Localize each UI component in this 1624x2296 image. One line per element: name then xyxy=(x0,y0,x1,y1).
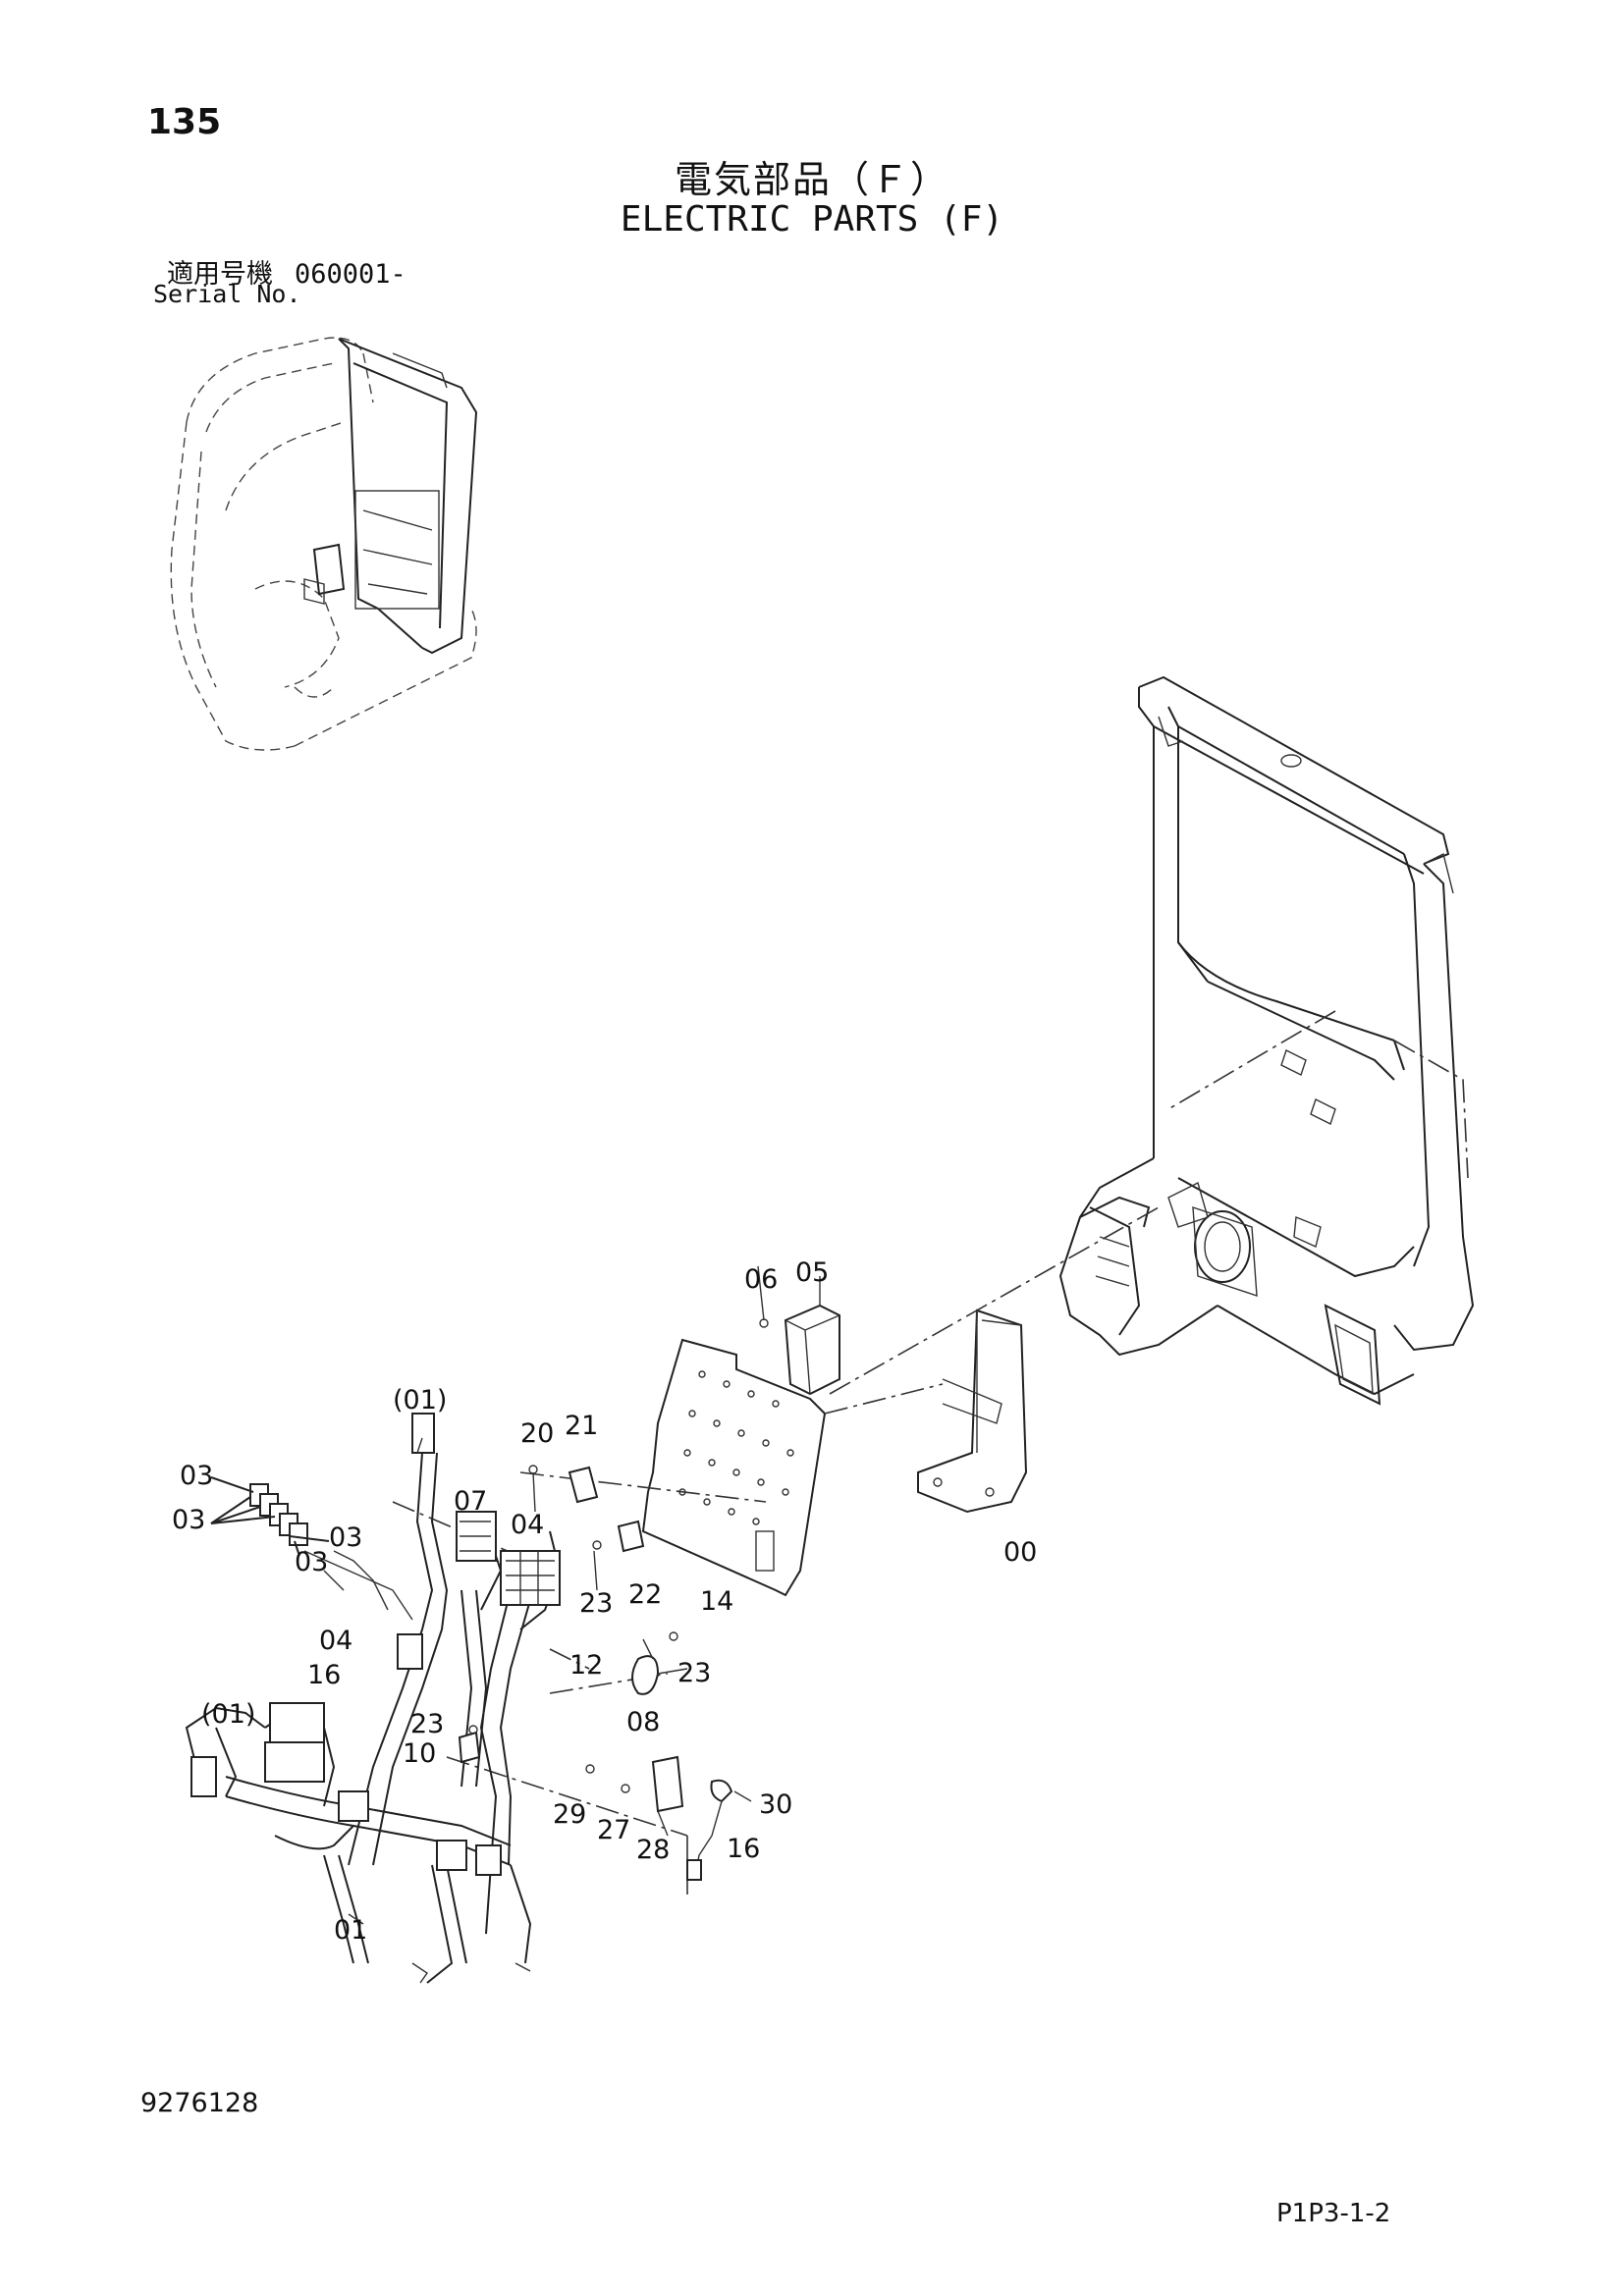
callout-23-left: 23 xyxy=(410,1709,444,1739)
callout-03-b: 03 xyxy=(172,1505,205,1535)
serial-value: 060001- xyxy=(295,259,406,290)
page-code: P1P3-1-2 xyxy=(1276,2199,1391,2228)
callout-03-c: 03 xyxy=(329,1522,362,1553)
callout-03-d: 03 xyxy=(295,1547,328,1577)
callout-16-left: 16 xyxy=(307,1660,341,1690)
callout-23-top: 23 xyxy=(579,1588,613,1619)
callout-01-left: (01) xyxy=(201,1699,255,1730)
controller-box-05 xyxy=(757,1265,840,1396)
callout-30: 30 xyxy=(759,1789,792,1820)
rear-frame xyxy=(1058,675,1475,1406)
callout-21: 21 xyxy=(565,1411,598,1441)
serial-label-jp: 適用号機 xyxy=(167,259,273,290)
document-number: 9276128 xyxy=(140,2088,259,2118)
callout-labels: 00 (01) (01) 01 03 03 03 03 04 04 05 06 … xyxy=(172,1257,1037,1946)
callout-20: 20 xyxy=(520,1418,554,1449)
callout-29: 29 xyxy=(553,1799,586,1830)
cab-overview-inset xyxy=(170,337,478,751)
callout-23-right: 23 xyxy=(677,1658,711,1688)
callout-07: 07 xyxy=(454,1486,487,1517)
bracket-00 xyxy=(917,1308,1028,1514)
callout-27: 27 xyxy=(597,1815,630,1845)
relays-and-bolts xyxy=(416,1437,752,1881)
callout-04-left: 04 xyxy=(319,1626,352,1656)
page-number: 135 xyxy=(147,102,222,142)
connector-group-03 xyxy=(210,1476,413,1621)
callout-06: 06 xyxy=(744,1264,778,1295)
callout-14: 14 xyxy=(700,1586,733,1617)
wire-harness xyxy=(185,1413,562,1984)
callout-01-bottom: 01 xyxy=(334,1915,367,1946)
serial-row-jp: 適用号機 060001- xyxy=(167,252,406,291)
callout-28: 28 xyxy=(636,1835,670,1865)
callout-00: 00 xyxy=(1003,1537,1037,1568)
callout-12: 12 xyxy=(569,1650,603,1681)
page-title-en: ELECTRIC PARTS (F) xyxy=(620,199,1004,240)
panel-14 xyxy=(641,1338,827,1597)
callout-10: 10 xyxy=(403,1738,436,1769)
callout-01-top: (01) xyxy=(393,1385,447,1415)
callout-22: 22 xyxy=(628,1579,662,1610)
callout-16-right: 16 xyxy=(727,1834,760,1864)
callout-08: 08 xyxy=(626,1707,660,1737)
callout-03-a: 03 xyxy=(180,1461,213,1491)
page-title-jp: 電気部品（Ｆ） xyxy=(674,158,949,201)
serial-label-en: Serial No. xyxy=(153,280,301,308)
callout-05: 05 xyxy=(795,1257,829,1288)
callout-04-top: 04 xyxy=(511,1510,544,1540)
